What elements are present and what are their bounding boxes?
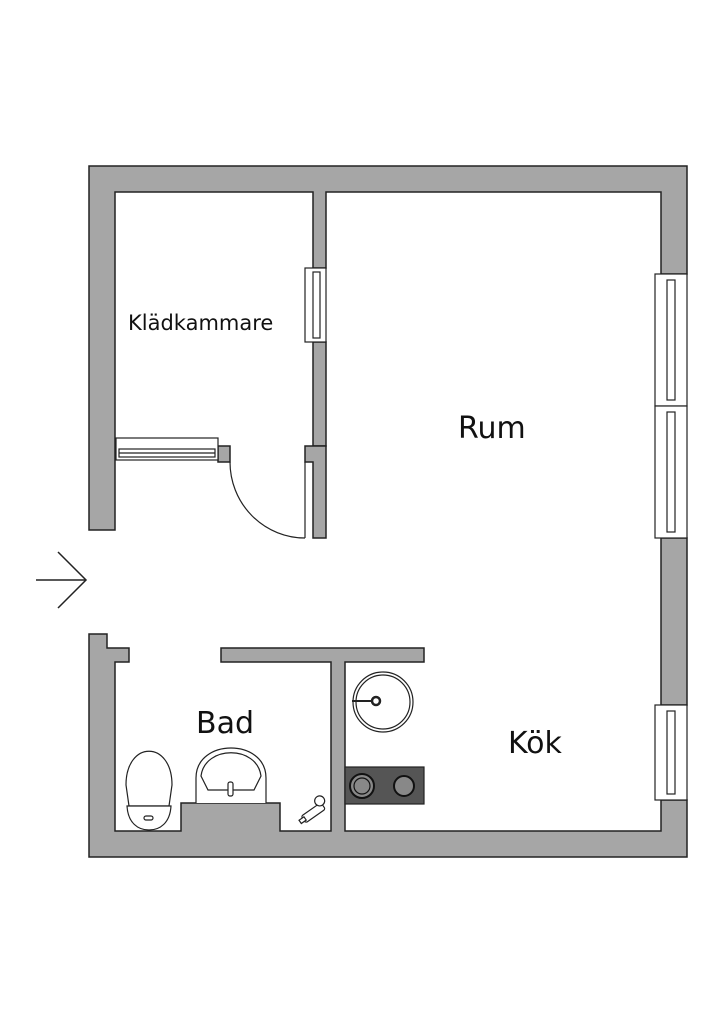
door-jamb	[217, 445, 231, 463]
bottom-wall	[88, 633, 688, 858]
room-label-kitchen: Kök	[508, 726, 563, 761]
right-wall-mid	[660, 537, 688, 706]
closet-window	[304, 267, 327, 343]
toilet	[125, 750, 173, 831]
closet-wall-mid	[312, 341, 327, 447]
closet-wall-lower	[304, 445, 327, 539]
windows	[654, 273, 688, 801]
bath-sink	[195, 747, 267, 803]
burner	[393, 775, 415, 797]
room-label-closet: Klädkammare	[128, 311, 273, 335]
outer-wall	[88, 165, 688, 531]
walls	[88, 165, 688, 858]
door	[229, 461, 306, 539]
wardrobe	[115, 437, 219, 461]
room-label-room: Rum	[458, 411, 526, 446]
room-label-bath: Bad	[196, 706, 254, 741]
kitchen-counter	[344, 671, 425, 805]
arrow-right-icon	[36, 551, 88, 609]
shower-icon	[298, 795, 326, 825]
